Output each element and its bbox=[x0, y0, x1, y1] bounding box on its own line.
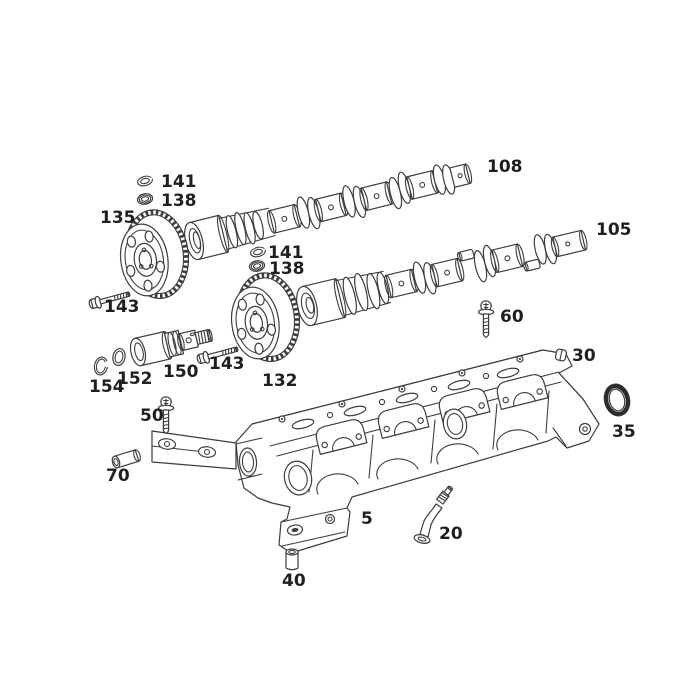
seal-washer-138-top bbox=[136, 191, 154, 207]
camshaft-exhaust-108 bbox=[183, 163, 473, 261]
camshaft-intake-105 bbox=[296, 229, 588, 327]
retaining-ring-141-top bbox=[136, 174, 154, 188]
plug-30 bbox=[554, 348, 568, 362]
callout-20: 20 bbox=[439, 524, 463, 544]
housing-left-tower bbox=[235, 437, 263, 481]
callouts: 141 138 135 108 105 141 138 143 60 30 15… bbox=[89, 157, 636, 591]
housing-bolt-tubes bbox=[278, 355, 524, 423]
spline-shaft-150 bbox=[129, 328, 213, 367]
callout-132: 132 bbox=[262, 371, 298, 391]
callout-135: 135 bbox=[100, 208, 136, 228]
callout-50: 50 bbox=[140, 406, 164, 426]
callout-143-left: 143 bbox=[104, 297, 140, 317]
seal-washer-138-mid bbox=[248, 258, 266, 274]
callout-40: 40 bbox=[282, 571, 306, 591]
sleeve-40 bbox=[285, 548, 299, 571]
housing-front-bores bbox=[283, 408, 468, 496]
ring-152 bbox=[112, 347, 126, 367]
callout-60: 60 bbox=[500, 307, 524, 327]
callout-138-top: 138 bbox=[161, 191, 197, 211]
housing-top-slots bbox=[291, 367, 520, 430]
snap-ring-154 bbox=[93, 356, 109, 376]
callout-35: 35 bbox=[612, 422, 636, 442]
callout-70: 70 bbox=[106, 466, 130, 486]
oil-pipe-20 bbox=[413, 485, 453, 544]
cam-carrier-housing-5 bbox=[151, 349, 600, 554]
callout-141-mid: 141 bbox=[268, 243, 304, 263]
dowel-pin-70 bbox=[111, 449, 141, 469]
housing-left-arm bbox=[151, 430, 237, 470]
retaining-ring-141-mid bbox=[249, 245, 267, 259]
radial-seal-35 bbox=[603, 383, 631, 417]
callout-150: 150 bbox=[163, 362, 199, 382]
housing-foot bbox=[280, 507, 348, 547]
callout-105: 105 bbox=[596, 220, 632, 240]
callout-138-mid: 138 bbox=[269, 259, 305, 279]
housing-right-flange bbox=[552, 372, 592, 447]
callout-30: 30 bbox=[572, 346, 596, 366]
callout-143-center: 143 bbox=[209, 354, 245, 374]
callout-154: 154 bbox=[89, 377, 125, 397]
callout-5: 5 bbox=[361, 509, 373, 529]
callout-141-top: 141 bbox=[161, 172, 197, 192]
bolt-60 bbox=[477, 300, 495, 339]
callout-152: 152 bbox=[117, 369, 153, 389]
callout-108: 108 bbox=[487, 157, 523, 177]
